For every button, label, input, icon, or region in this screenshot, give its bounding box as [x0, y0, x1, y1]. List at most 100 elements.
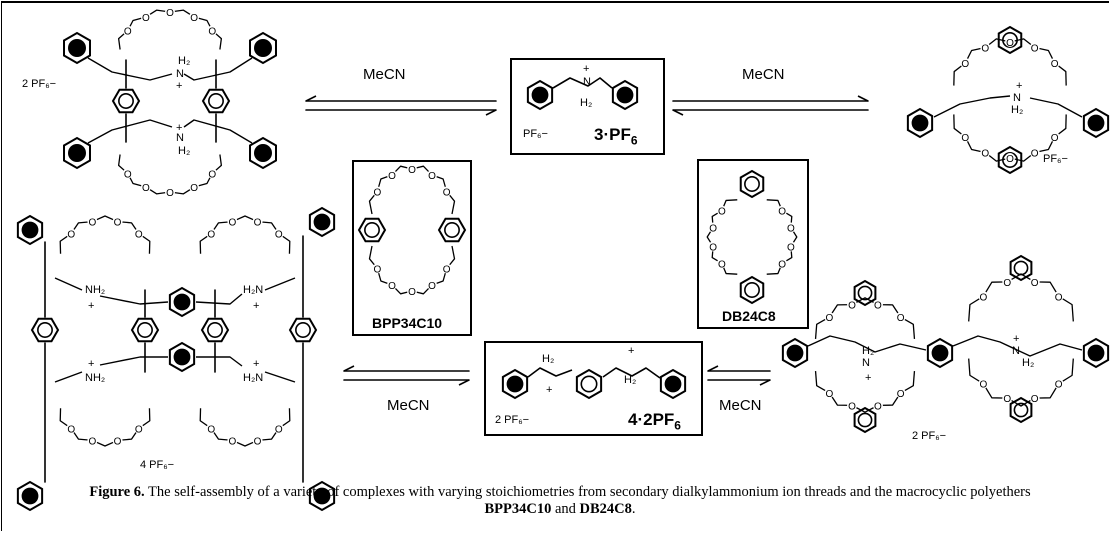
- oxygen-atom: O: [135, 230, 143, 241]
- caption-end: .: [631, 501, 636, 517]
- oxygen-gap: [1053, 291, 1064, 302]
- oxygen-gap: [960, 58, 971, 69]
- oxygen-gap: [1029, 276, 1040, 287]
- oxygen-atom: O: [718, 207, 726, 218]
- oxygen-gap: [387, 279, 397, 290]
- oxygen-gap: [441, 186, 452, 197]
- oxygen-atom: O: [124, 169, 132, 180]
- oxygen-atom: O: [826, 313, 834, 324]
- oxygen-gap: [847, 299, 858, 310]
- oxygen-gap: [387, 170, 397, 181]
- br-h2-right: H₂: [1022, 357, 1035, 369]
- benzene-filled-circle: [313, 213, 331, 231]
- oxygen-atom: O: [89, 218, 97, 229]
- oxygen-atom: O: [408, 287, 416, 298]
- oxygen-atom: O: [67, 230, 75, 241]
- oxygen-gap: [133, 228, 144, 239]
- oxygen-atom: O: [142, 183, 150, 194]
- oxygen-atom: O: [275, 230, 283, 241]
- oxygen-gap: [872, 299, 883, 310]
- benzene-filled-circle: [68, 144, 86, 162]
- oxygen-atom: O: [874, 401, 882, 412]
- aromatic-circle: [37, 322, 53, 338]
- oxygen-gap: [372, 186, 383, 197]
- tr-h2: H₂: [1011, 104, 1024, 116]
- arrow-head: [672, 109, 684, 116]
- oxygen-gap: [777, 258, 788, 269]
- oxygen-atom: O: [89, 436, 97, 447]
- benzene-filled-circle: [68, 39, 86, 57]
- chain-line: [807, 335, 927, 353]
- thread4-counterion: 2 PF₆−: [495, 414, 530, 426]
- bl-plus-tl: +: [88, 300, 95, 312]
- thread3-plus: +: [583, 63, 590, 75]
- oxygen-atom: O: [207, 230, 215, 241]
- oxygen-gap: [785, 222, 796, 233]
- caption-and: and: [551, 501, 580, 517]
- oxygen-gap: [87, 435, 98, 446]
- oxygen-atom: O: [981, 148, 989, 159]
- catechol-ring: [30, 317, 60, 343]
- oxygen-gap: [824, 387, 835, 398]
- catechol-ring: [437, 217, 467, 243]
- catechol-ring: [111, 88, 141, 114]
- oxygen-atom: O: [981, 44, 989, 55]
- thread4-h2-b: H₂: [624, 374, 637, 386]
- caption-db24c8: DB24C8: [579, 501, 632, 517]
- oxygen-atom: O: [709, 224, 717, 235]
- benzene-filled-circle: [616, 86, 634, 104]
- aromatic-circle: [857, 285, 873, 301]
- oxygen-atom: O: [1031, 394, 1039, 405]
- oxygen-atom: O: [166, 188, 174, 199]
- oxygen-gap: [273, 228, 284, 239]
- oxygen-atom: O: [208, 27, 216, 38]
- aromatic-circle: [364, 222, 380, 238]
- oxygen-gap: [206, 228, 217, 239]
- catechol-ring: [1009, 254, 1033, 282]
- tr-n: N: [1013, 92, 1021, 104]
- bl-nh2-bot: NH₂: [85, 372, 106, 384]
- chain-line: [195, 293, 243, 305]
- oxygen-gap: [407, 286, 417, 296]
- arrow-label-bottom-right: MeCN: [719, 397, 762, 414]
- oxygen-atom: O: [826, 389, 834, 400]
- oxygen-atom: O: [254, 218, 262, 229]
- oxygen-gap: [872, 400, 883, 411]
- oxygen-atom: O: [1055, 380, 1063, 391]
- oxygen-gap: [785, 241, 796, 252]
- chain-line: [968, 358, 1074, 407]
- oxygen-gap: [133, 423, 144, 434]
- benzene-filled-circle: [506, 375, 524, 393]
- chain-line: [183, 57, 253, 81]
- oxygen-gap: [207, 168, 218, 179]
- bpp34c10-label: BPP34C10: [372, 315, 443, 331]
- benzene-filled-circle: [21, 221, 39, 239]
- oxygen-atom: O: [1003, 278, 1011, 289]
- oxygen-atom: O: [709, 242, 717, 253]
- benzene-filled-circle: [21, 487, 39, 505]
- oxygen-gap: [1029, 393, 1040, 404]
- chain-line: [527, 367, 573, 378]
- oxygen-gap: [980, 42, 991, 53]
- oxygen-atom: O: [848, 401, 856, 412]
- oxygen-gap: [824, 312, 835, 323]
- bl-h2n-bot: H₂N: [243, 372, 264, 384]
- oxygen-gap: [427, 170, 437, 181]
- br-h2-left: H₂: [862, 345, 875, 357]
- oxygen-atom: O: [408, 165, 416, 176]
- tl-h2-top: H₂: [178, 55, 191, 67]
- oxygen-atom: O: [1031, 44, 1039, 55]
- chain-line: [54, 277, 83, 291]
- oxygen-atom: O: [135, 424, 143, 435]
- oxygen-atom: O: [114, 436, 122, 447]
- benzene-filled-circle: [531, 86, 549, 104]
- tl-plus-top: +: [176, 80, 183, 92]
- catechol-ring: [853, 406, 877, 434]
- arrow-head: [759, 379, 771, 386]
- arrow-head: [857, 95, 869, 102]
- chain-line: [264, 277, 296, 291]
- catechol-ring: [575, 368, 603, 400]
- catechol-ring: [201, 88, 231, 114]
